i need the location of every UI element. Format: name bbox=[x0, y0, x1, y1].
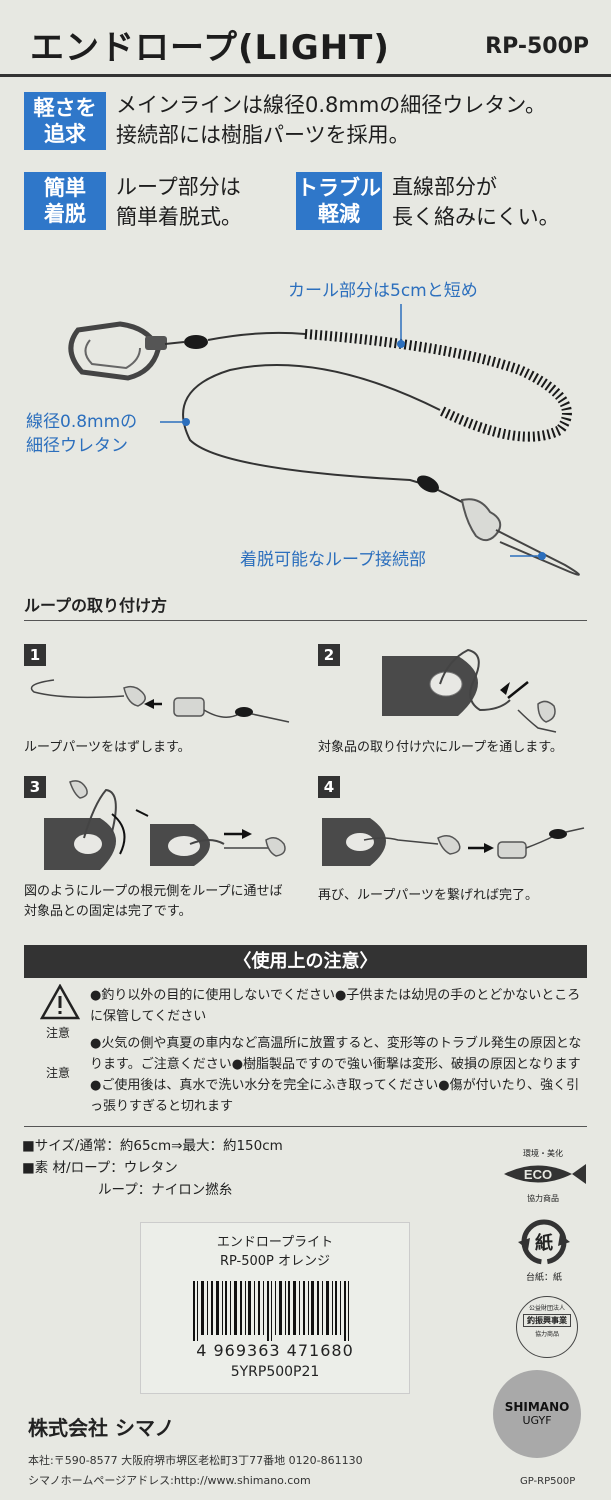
step-caption: 図のようにループの根元側をループに通せば対象品との固定は完了です。 bbox=[24, 884, 283, 919]
assoc-top: 公益財団法人 bbox=[528, 1305, 565, 1312]
section-divider bbox=[24, 620, 587, 621]
wire-label: 線径0.8mmの 細径ウレタン bbox=[26, 410, 137, 458]
spec-loop: ループ：ナイロン撚糸 bbox=[98, 1182, 233, 1198]
product-code: GP-RP500P bbox=[520, 1476, 576, 1487]
warning-icon bbox=[40, 984, 80, 1020]
step-number: 3 bbox=[24, 776, 46, 798]
header-divider bbox=[0, 74, 611, 77]
step-number: 1 bbox=[24, 644, 46, 666]
barcode-image bbox=[193, 1281, 349, 1341]
feature-line: 長く絡みにくい。 bbox=[392, 205, 560, 229]
barcode-digits: 4 969363 471680 bbox=[196, 1341, 354, 1360]
paper-mark-char: 紙 bbox=[535, 1232, 553, 1254]
coil-section bbox=[304, 329, 572, 442]
paper-caption: 台紙：紙 bbox=[525, 1273, 562, 1283]
barcode-product-name: エンドロープライト bbox=[216, 1235, 334, 1250]
eco-mark-bottom: 協力商品 bbox=[527, 1194, 559, 1203]
barcode-card: エンドロープライト RP-500P オレンジ 4 969363 471680 5… bbox=[140, 1222, 410, 1394]
eco-mark: 環境・美化 ECO 協力商品 bbox=[498, 1148, 588, 1204]
wire-label-line: 線径0.8mmの bbox=[26, 412, 138, 432]
product-title: エンドロープ(LIGHT) bbox=[30, 28, 390, 68]
eco-fish-icon: ECO bbox=[504, 1164, 586, 1184]
step-caption: ループパーツをはずします。 bbox=[24, 740, 191, 755]
caution-paragraph-2: ●火気の側や真夏の車内など高温所に放置すると、変形等のトラブル発生の原因となりま… bbox=[90, 1036, 582, 1114]
feature-badge-easy: 簡単 着脱 bbox=[24, 172, 106, 230]
cord-straight bbox=[207, 331, 306, 341]
spec-material: ■素 材/ロープ：ウレタン bbox=[22, 1160, 178, 1176]
step2-illustration bbox=[382, 648, 557, 733]
carabiner-icon bbox=[68, 321, 167, 381]
loop-connector-icon bbox=[460, 498, 502, 542]
barcode-code: 5YRP500P21 bbox=[230, 1364, 320, 1380]
feature-line: 接続部には樹脂パーツを採用。 bbox=[116, 123, 410, 147]
company-website: シマノホームページアドレス:http://www.shimano.com bbox=[28, 1474, 311, 1487]
feature-text-trouble: 直線部分が 長く絡みにくい。 bbox=[392, 172, 560, 232]
step1-illustration bbox=[30, 679, 290, 723]
feature-badge-trouble: トラブル 軽減 bbox=[296, 172, 382, 230]
caution-divider bbox=[24, 1126, 587, 1127]
feature-line: メインラインは線径0.8mmの細径ウレタン。 bbox=[116, 93, 547, 117]
badge-code: UGYF bbox=[522, 1414, 552, 1427]
company-address: 本社:〒590-8577 大阪府堺市堺区老松町3丁77番地 0120-86113… bbox=[28, 1454, 363, 1467]
caution-header: 〈使用上の注意〉 bbox=[24, 945, 587, 978]
feature-line: 簡単着脱式。 bbox=[116, 205, 242, 229]
eco-word: ECO bbox=[524, 1167, 552, 1182]
curl-label: カール部分は5cmと短め bbox=[288, 281, 478, 301]
step-number: 4 bbox=[318, 776, 340, 798]
badge-line: トラブル bbox=[297, 176, 381, 200]
feature-text-easy: ループ部分は 簡単着脱式。 bbox=[116, 172, 242, 232]
badge-line: 追求 bbox=[44, 122, 86, 146]
feature-badge-light: 軽さを 追求 bbox=[24, 92, 106, 150]
cord-long bbox=[182, 364, 441, 487]
wire-label-line: 細径ウレタン bbox=[26, 436, 128, 456]
caution-paragraph-1: ●釣り以外の目的に使用しないでください●子供または幼児の手のとどかないところに保… bbox=[90, 988, 581, 1024]
badge-line: 着脱 bbox=[44, 202, 86, 226]
step3-illustration bbox=[44, 780, 286, 870]
barcode-variant: RP-500P オレンジ bbox=[219, 1254, 331, 1269]
step-number: 2 bbox=[318, 644, 340, 666]
assoc-name: 釣振興事業 bbox=[523, 1314, 571, 1327]
product-illustration bbox=[68, 304, 580, 576]
assoc-bottom: 協力商品 bbox=[534, 1331, 559, 1338]
eco-mark-top: 環境・美化 bbox=[523, 1149, 563, 1158]
company-name: 株式会社 シマノ bbox=[28, 1416, 175, 1440]
feature-line: ループ部分は bbox=[116, 175, 241, 199]
badge-line: 簡単 bbox=[44, 176, 86, 200]
association-seal: 公益財団法人 釣振興事業 協力商品 bbox=[516, 1296, 578, 1358]
loop-label: 着脱可能なループ接続部 bbox=[240, 550, 426, 570]
loop-cord bbox=[495, 529, 580, 576]
badge-brand: SHIMANO bbox=[504, 1400, 570, 1414]
attach-section-title: ループの取り付け方 bbox=[24, 596, 168, 615]
step-caption: 再び、ループパーツを繋げれば完了。 bbox=[318, 888, 538, 903]
feature-line: 直線部分が bbox=[392, 175, 497, 199]
cord-segment bbox=[164, 341, 185, 345]
badge-line: 軽減 bbox=[318, 202, 360, 226]
caution-text: ●釣り以外の目的に使用しないでください●子供または幼児の手のとどかないところに保… bbox=[90, 985, 590, 1117]
caution-label: 注意 bbox=[46, 1066, 71, 1080]
leader-dot bbox=[538, 552, 546, 560]
recycle-icon: 紙 bbox=[518, 1219, 570, 1265]
leader-dot bbox=[397, 340, 405, 348]
model-number: RP-500P bbox=[485, 34, 589, 59]
step-caption: 対象品の取り付け穴にループを通します。 bbox=[318, 740, 563, 755]
feature-text-light: メインラインは線径0.8mmの細径ウレタン。 接続部には樹脂パーツを採用。 bbox=[116, 90, 546, 150]
leader-dot bbox=[182, 418, 190, 426]
badge-line: 軽さを bbox=[33, 96, 97, 120]
shimano-logo-badge: SHIMANO UGYF bbox=[493, 1370, 581, 1458]
stopper-bead bbox=[184, 335, 208, 349]
stopper-bead-2 bbox=[417, 475, 439, 493]
step4-illustration bbox=[322, 818, 585, 866]
caution-label: 注意 bbox=[46, 1026, 71, 1040]
paper-recycle-mark: 紙 台紙：紙 bbox=[514, 1218, 574, 1283]
spec-size: ■サイズ/通常：約65cm⇒最大：約150cm bbox=[22, 1138, 283, 1154]
